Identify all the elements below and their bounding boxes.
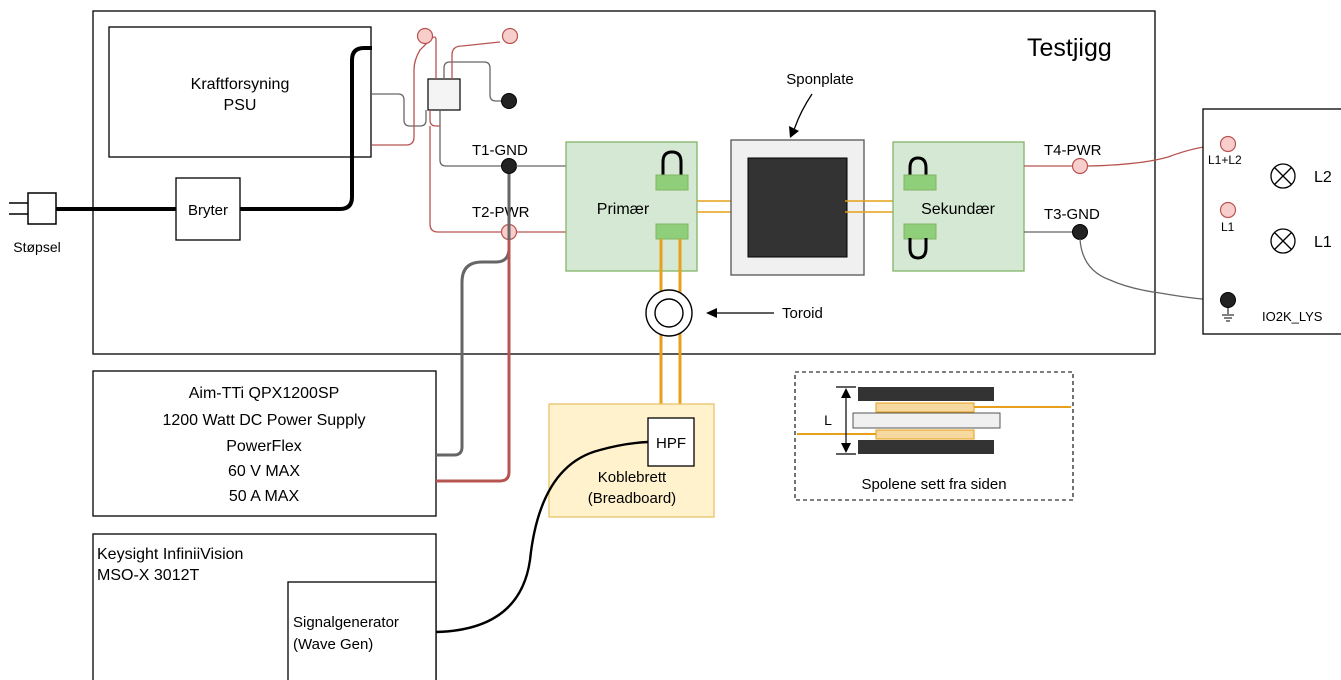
t2-pwr-label: T2-PWR bbox=[472, 204, 530, 221]
ground-symbol-icon bbox=[1222, 308, 1234, 322]
plug-icon bbox=[9, 192, 57, 225]
t4-pwr-terminal[interactable] bbox=[1071, 157, 1089, 175]
plug-label: Støpsel bbox=[13, 239, 60, 255]
t3-gnd-terminal[interactable] bbox=[1072, 224, 1088, 240]
primary-pad-bottom bbox=[655, 223, 689, 240]
lys-terminal-l1[interactable] bbox=[1219, 201, 1237, 219]
hpf-box bbox=[647, 417, 695, 467]
lamp-l2-icon bbox=[1270, 163, 1296, 189]
dim-arrow-down bbox=[841, 443, 851, 453]
secondary-pad-bottom bbox=[903, 223, 937, 240]
side-view-core-top bbox=[858, 387, 994, 401]
top-gnd-terminal[interactable] bbox=[501, 93, 517, 109]
switch-label: Bryter bbox=[188, 202, 228, 219]
toroid-inner bbox=[654, 298, 684, 328]
power-supply-line-5: 50 A MAX bbox=[229, 488, 300, 505]
side-view-coil-top bbox=[875, 402, 975, 413]
bench-power-supply bbox=[92, 370, 437, 517]
side-view-leads bbox=[797, 406, 1071, 435]
secondary-coil-loop-top-icon bbox=[908, 156, 928, 176]
primary-pad-top bbox=[655, 174, 689, 191]
switch-box bbox=[175, 177, 241, 241]
psu-label-line1: Kraftforsyning bbox=[191, 76, 290, 93]
siggen-to-hpf-cable bbox=[435, 440, 649, 634]
bench-gnd-cable bbox=[436, 174, 511, 457]
lamp-l2-label: L2 bbox=[1314, 169, 1332, 186]
breadboard-label-line2: (Breadboard) bbox=[588, 490, 676, 507]
top-terminal-1[interactable] bbox=[416, 27, 434, 45]
lys-gnd-terminal[interactable] bbox=[1220, 292, 1236, 308]
breadboard-label-line1: Koblebrett bbox=[598, 469, 667, 486]
testjig-enclosure bbox=[92, 10, 1156, 355]
t4-pwr-label: T4-PWR bbox=[1044, 142, 1102, 159]
t2-pwr-wire bbox=[429, 126, 508, 233]
secondary-pad-top bbox=[903, 174, 937, 191]
signal-generator-line2: (Wave Gen) bbox=[293, 636, 373, 653]
secondary-coil-block bbox=[892, 141, 1025, 272]
primary-coil-block bbox=[565, 141, 698, 272]
testjig-title: Testjigg bbox=[1027, 34, 1112, 62]
secondary-leads bbox=[845, 200, 893, 213]
mains-cable-to-psu bbox=[240, 46, 372, 211]
t1-gnd-label: T1-GND bbox=[472, 142, 528, 159]
oscilloscope-label-line2: MSO-X 3012T bbox=[97, 567, 199, 584]
toroid-arrow-head bbox=[706, 308, 717, 318]
side-view-coil-bottom bbox=[875, 429, 975, 440]
bench-pwr-cable bbox=[436, 240, 511, 483]
connector-gnd-wire bbox=[443, 61, 508, 102]
sponplate-arrow bbox=[793, 93, 813, 131]
toroid-label: Toroid bbox=[782, 305, 823, 322]
primary-label: Primær bbox=[597, 201, 650, 218]
psu-pwr-wire bbox=[372, 36, 437, 146]
side-view-dimension bbox=[836, 386, 856, 455]
lys-terminal-l1-label: L1 bbox=[1221, 220, 1235, 234]
t3-to-lys-wire bbox=[1079, 238, 1221, 301]
side-view-caption: Spolene sett fra siden bbox=[861, 476, 1006, 493]
io2k-lys-label: IO2K_LYS bbox=[1262, 309, 1323, 324]
t3-gnd-label: T3-GND bbox=[1044, 206, 1100, 223]
lys-terminal-l1l2[interactable] bbox=[1219, 135, 1237, 153]
sponplate-label: Sponplate bbox=[786, 71, 854, 88]
psu-label-line2: PSU bbox=[224, 97, 257, 114]
psu-pwr-wire-2 bbox=[429, 110, 440, 127]
signal-generator bbox=[287, 581, 437, 680]
lamp-l1-icon bbox=[1270, 228, 1296, 254]
power-supply-line-2: 1200 Watt DC Power Supply bbox=[162, 412, 365, 429]
primary-coil-loop-icon bbox=[661, 150, 683, 176]
side-view-core-bottom bbox=[858, 440, 994, 454]
hpf-label: HPF bbox=[656, 435, 686, 452]
oscilloscope-label-line1: Keysight InfiniiVision bbox=[97, 546, 243, 563]
signal-generator-line1: Signalgenerator bbox=[293, 614, 399, 631]
core-block bbox=[747, 157, 848, 258]
secondary-coil-loop-bottom-icon bbox=[908, 238, 928, 260]
t1-gnd-wire bbox=[439, 110, 508, 167]
psu-box bbox=[108, 26, 372, 158]
side-view-plate bbox=[852, 412, 1001, 429]
dim-arrow-up bbox=[841, 388, 851, 398]
connector-box bbox=[427, 78, 461, 111]
top-terminal-wire bbox=[451, 41, 501, 79]
t1-gnd-terminal[interactable] bbox=[501, 158, 517, 174]
power-supply-line-1: Aim-TTi QPX1200SP bbox=[189, 385, 340, 402]
sponplate-arrow-head bbox=[789, 126, 799, 138]
lys-terminal-l1l2-label: L1+L2 bbox=[1208, 153, 1242, 167]
side-view-dimension-label: L bbox=[824, 412, 832, 428]
psu-gnd-wire bbox=[372, 93, 427, 127]
power-supply-line-4: 60 V MAX bbox=[228, 463, 300, 480]
primary-leads bbox=[697, 200, 731, 213]
top-terminal-2[interactable] bbox=[501, 27, 519, 45]
power-supply-line-3: PowerFlex bbox=[226, 438, 302, 455]
lamp-l1-label: L1 bbox=[1314, 234, 1332, 251]
secondary-label: Sekundær bbox=[921, 201, 995, 218]
